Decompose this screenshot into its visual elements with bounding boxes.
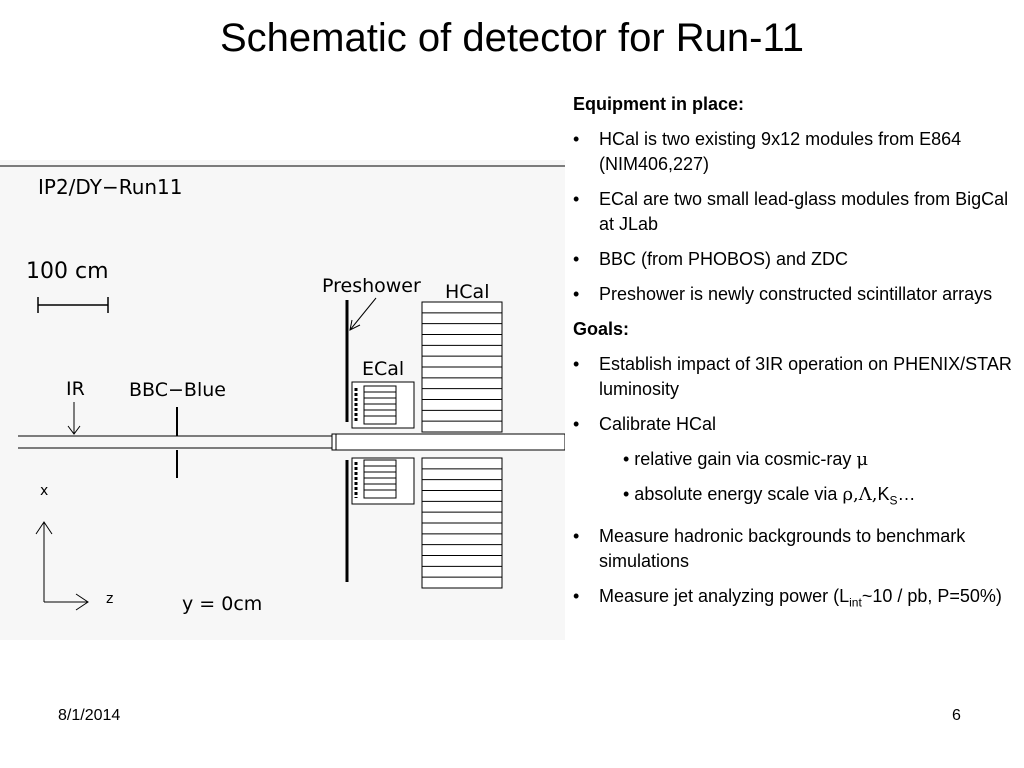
equipment-heading: Equipment in place: bbox=[573, 94, 745, 114]
axis-z-label: z bbox=[106, 591, 113, 607]
bullet-dot: • bbox=[573, 249, 580, 269]
goal-item: • Calibrate HCal bbox=[573, 412, 1021, 437]
slide-number: 6 bbox=[952, 707, 961, 724]
axis-x-label: x bbox=[40, 483, 48, 499]
equipment-item-text: ECal are two small lead-glass modules fr… bbox=[599, 189, 1009, 234]
equipment-item: • HCal is two existing 9x12 modules from … bbox=[573, 127, 1021, 177]
subitem-text: • absolute energy scale via bbox=[623, 484, 843, 504]
goals-heading: Goals: bbox=[573, 319, 630, 339]
k-subscript: S bbox=[889, 493, 898, 508]
equipment-item-text: Preshower is newly constructed scintilla… bbox=[599, 284, 993, 304]
ellipsis: … bbox=[897, 484, 916, 504]
bullet-dot: • bbox=[573, 189, 580, 209]
footer-date: 8/1/2014 bbox=[58, 707, 121, 724]
equipment-item: • ECal are two small lead-glass modules f… bbox=[573, 187, 1021, 237]
bullet-dot: • bbox=[573, 525, 580, 546]
goal-item-text: Calibrate HCal bbox=[599, 414, 717, 434]
y-plane-label: y = 0cm bbox=[182, 593, 262, 615]
ecal-lower-module bbox=[351, 457, 415, 505]
bbc-label: BBC−Blue bbox=[129, 379, 226, 401]
bullet-dot: • bbox=[573, 354, 580, 374]
goal-item-text: Measure hadronic backgrounds to benchmar… bbox=[599, 525, 966, 571]
slide-title: Schematic of detector for Run-11 bbox=[220, 16, 804, 60]
schematic-label: IP2/DY−Run11 bbox=[38, 175, 183, 199]
axes-indicator bbox=[35, 521, 89, 611]
detector-schematic: IP2/DY−Run11 100 cm IR BBC−Blue Preshowe… bbox=[0, 160, 565, 640]
goal-subitem: • absolute energy scale via ρ,Λ,KS… bbox=[573, 482, 1021, 514]
equipment-item: • Preshower is newly constructed scintill… bbox=[573, 282, 1021, 307]
equipment-item-text: HCal is two existing 9x12 modules from E… bbox=[599, 129, 962, 174]
bullet-dot: • bbox=[573, 129, 580, 149]
ir-label: IR bbox=[66, 378, 85, 400]
bullet-dot: • bbox=[573, 284, 580, 304]
preshower-pointer bbox=[349, 297, 377, 331]
scale-bar bbox=[37, 297, 109, 313]
equipment-item: • BBC (from PHOBOS) and ZDC bbox=[573, 247, 1021, 272]
beam-pipe bbox=[18, 433, 565, 451]
scale-label: 100 cm bbox=[26, 259, 109, 284]
greek-symbols: ρ,Λ, bbox=[842, 484, 878, 505]
hcal-upper-module bbox=[421, 301, 503, 433]
goal-subitem: • relative gain via cosmic-ray μ bbox=[573, 447, 1021, 472]
subitem-text: • relative gain via cosmic-ray bbox=[623, 449, 857, 469]
hcal-label: HCal bbox=[445, 281, 489, 303]
goal-item-pre: Measure jet analyzing power (L bbox=[599, 585, 850, 606]
k-symbol: K bbox=[877, 484, 890, 504]
slide-bullets: Equipment in place: • HCal is two existin… bbox=[573, 92, 1021, 625]
goal-item: • Measure hadronic backgrounds to benchma… bbox=[573, 524, 1021, 574]
ir-marker bbox=[67, 402, 81, 435]
goal-item: • Measure jet analyzing power (Lint~10 / … bbox=[573, 584, 1021, 616]
hcal-lower-module bbox=[421, 457, 503, 589]
bullet-dot: • bbox=[573, 585, 580, 606]
ecal-label: ECal bbox=[362, 358, 404, 380]
goal-item-text: Establish impact of 3IR operation on PHE… bbox=[599, 354, 1012, 399]
equipment-item-text: BBC (from PHOBOS) and ZDC bbox=[599, 249, 849, 269]
preshower-label: Preshower bbox=[322, 275, 421, 297]
ecal-upper-module bbox=[351, 381, 415, 429]
bullet-dot: • bbox=[573, 414, 580, 434]
goal-item: • Establish impact of 3IR operation on PH… bbox=[573, 352, 1021, 402]
goal-item-post: ~10 / pb, P=50%) bbox=[861, 585, 1002, 606]
lint-subscript: int bbox=[849, 595, 862, 610]
mu-symbol: μ bbox=[856, 449, 869, 470]
